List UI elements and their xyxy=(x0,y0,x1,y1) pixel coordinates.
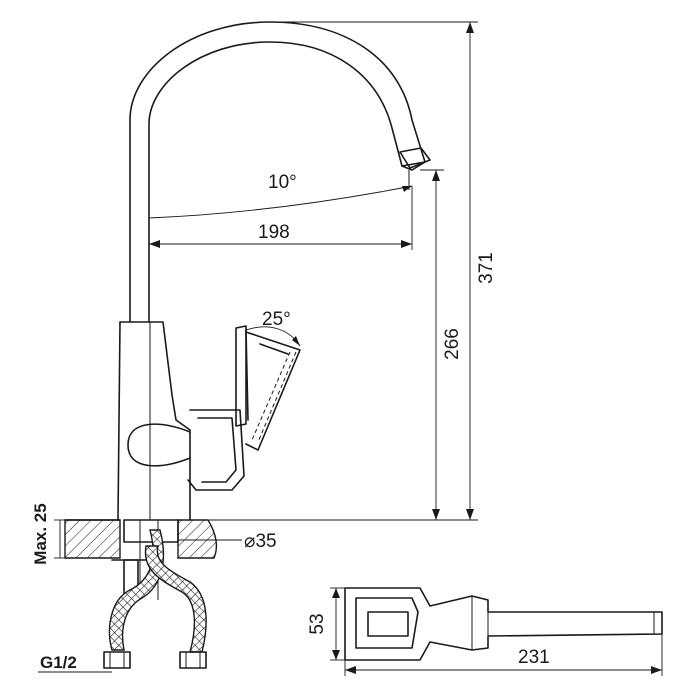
max-deck-thickness-label: Max. 25 xyxy=(31,503,50,564)
handle-angle-label: 25° xyxy=(262,309,291,330)
thread-size-label: G1/2 xyxy=(40,653,77,672)
handle-width-label: 53 xyxy=(307,613,328,634)
spout-height-label: 266 xyxy=(442,328,463,360)
spout-outer xyxy=(129,21,426,323)
spout-angle-label: 10° xyxy=(268,172,297,193)
mount-hole-diameter-label: ⌀35 xyxy=(244,531,277,552)
faucet-body xyxy=(117,21,431,521)
spout-tip xyxy=(401,161,426,171)
handle-lever xyxy=(235,325,301,451)
supply-hoses xyxy=(103,529,207,669)
body-column xyxy=(119,321,191,521)
dimension-lines xyxy=(38,21,478,673)
spout-inner xyxy=(148,41,403,323)
handle-length-label: 231 xyxy=(518,647,550,668)
handle-top-view xyxy=(330,587,663,676)
total-height-label: 371 xyxy=(476,252,497,284)
spout-reach-label: 198 xyxy=(258,222,290,243)
